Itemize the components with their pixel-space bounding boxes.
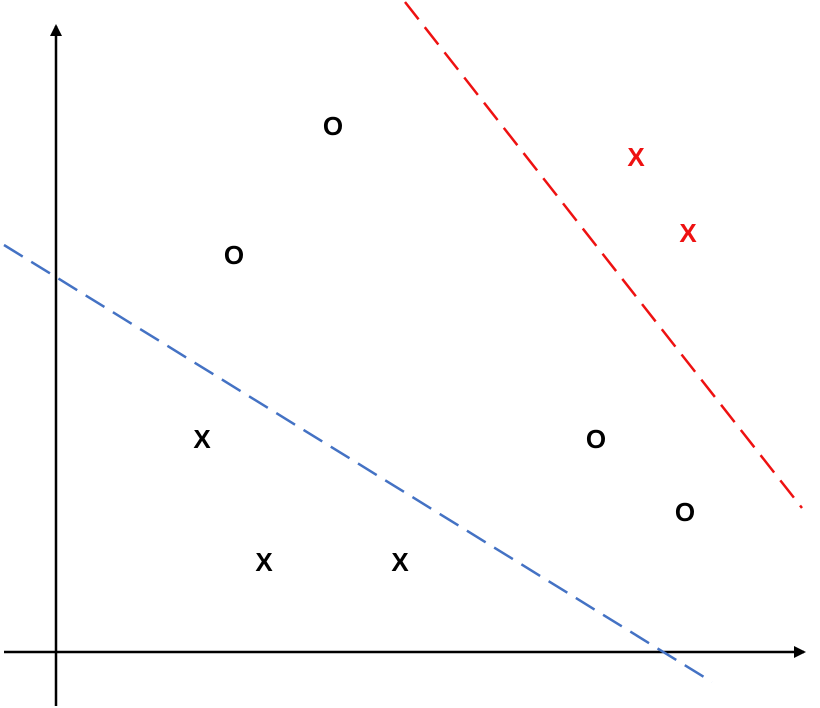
point-x: X (255, 547, 273, 577)
point-x: X (391, 547, 409, 577)
point-o: O (224, 240, 244, 270)
point-o: O (323, 111, 343, 141)
point-x: X (627, 142, 645, 172)
blue-dashed-line (3, 243, 713, 684)
point-x: X (193, 424, 211, 454)
point-o: O (586, 424, 606, 454)
point-x: X (679, 218, 697, 248)
red-dashed-line (404, 1, 803, 509)
point-o: O (675, 497, 695, 527)
